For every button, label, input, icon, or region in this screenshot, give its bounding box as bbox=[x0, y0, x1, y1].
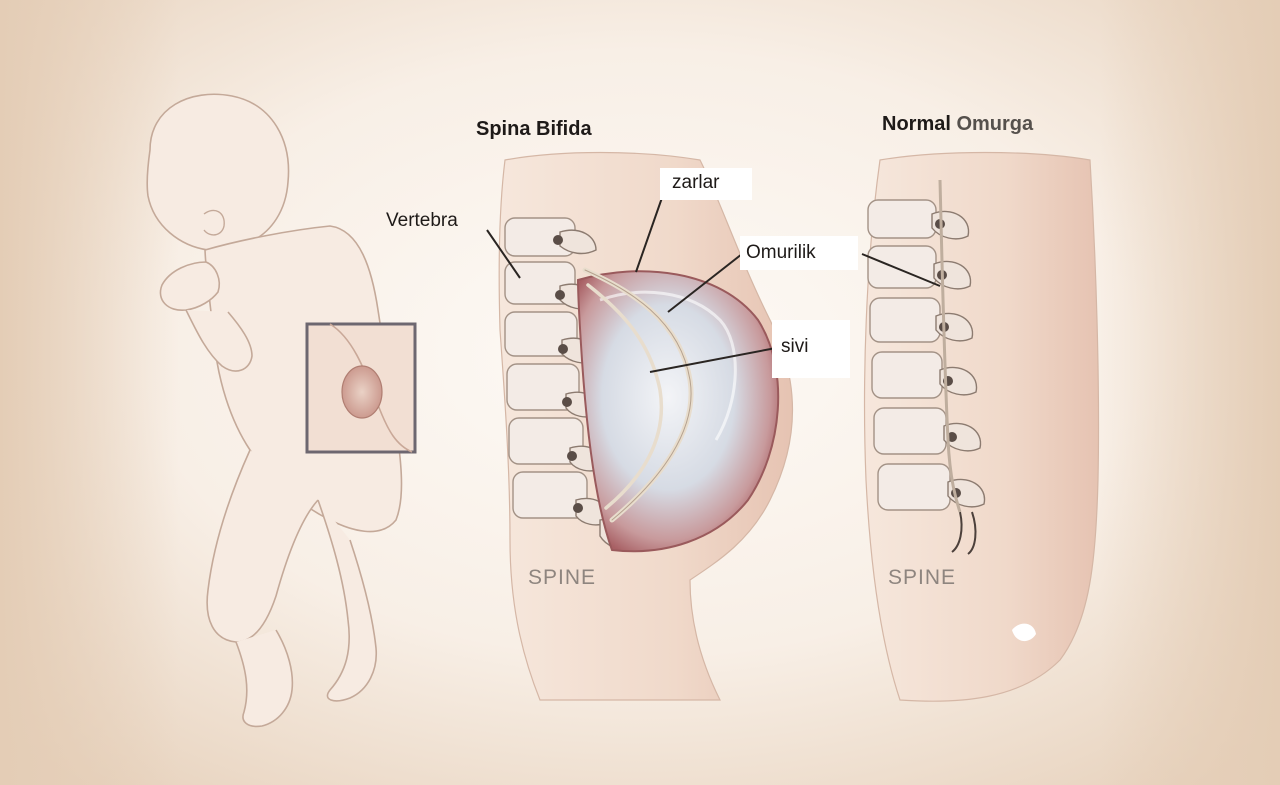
omurga-word: Omurga bbox=[956, 113, 1034, 135]
fetus-figure bbox=[146, 93, 403, 728]
fetus-head bbox=[146, 93, 290, 252]
ns-vertebra-1 bbox=[867, 199, 937, 239]
normal-word: Normal bbox=[882, 113, 951, 135]
spina-bifida-panel bbox=[498, 151, 794, 701]
fetus-second-leg bbox=[317, 499, 378, 702]
omurilik-leader-sb bbox=[667, 253, 743, 313]
background-right-tint bbox=[1100, 0, 1280, 785]
fetus-lower-leg bbox=[235, 629, 294, 728]
sivi-callout: sivi bbox=[781, 336, 809, 357]
sivi-leader bbox=[649, 347, 777, 373]
vertebra-callout: Vertebra bbox=[386, 210, 458, 231]
inset-frame bbox=[305, 322, 417, 454]
vertebra-leader bbox=[486, 229, 521, 279]
sb-vertebra-6 bbox=[512, 471, 588, 519]
normal-omurga-heading: Normal Omurga bbox=[882, 113, 1033, 136]
omurilik-callout: Omurilik bbox=[746, 242, 816, 263]
fetus-thigh bbox=[206, 449, 319, 643]
sb-membrane-highlight bbox=[599, 290, 737, 441]
sb-vertebra-5 bbox=[508, 417, 584, 465]
inset-frame-fill bbox=[305, 322, 417, 454]
omurilik-label-box bbox=[740, 236, 858, 270]
ns-vertebra-5 bbox=[873, 407, 947, 455]
omurilik-leader-ns bbox=[861, 253, 941, 287]
zarlar-callout: zarlar bbox=[672, 172, 720, 193]
ns-vertebrae bbox=[867, 199, 951, 511]
ns-vertebra-6 bbox=[877, 463, 951, 511]
fetus-ear bbox=[203, 209, 225, 236]
ns-vertebra-3 bbox=[869, 297, 941, 343]
ns-skin-notch bbox=[1012, 623, 1036, 642]
spina-bifida-heading: Spina Bifida bbox=[476, 118, 592, 140]
inset-lesion bbox=[341, 365, 383, 419]
ns-cauda-equina bbox=[951, 511, 977, 555]
normal-spine-panel bbox=[863, 151, 1100, 702]
spine-label-normal: SPINE bbox=[888, 566, 957, 589]
ns-vertebra-4 bbox=[871, 351, 943, 399]
sb-meningocele-sac bbox=[576, 270, 780, 553]
fetus-forearm bbox=[185, 309, 253, 372]
sb-spinal-cord-outline bbox=[584, 269, 692, 521]
sivi-label-box bbox=[772, 320, 850, 378]
background-left-tint bbox=[0, 0, 180, 785]
ns-vertebra-2 bbox=[867, 245, 937, 289]
sb-vertebra-4 bbox=[506, 363, 580, 411]
ns-spinal-cord bbox=[938, 179, 962, 513]
sb-vertebra-3 bbox=[504, 311, 578, 357]
ns-back-skin bbox=[863, 151, 1100, 702]
zarlar-leader bbox=[635, 191, 665, 273]
spine-label-spina-bifida: SPINE bbox=[528, 566, 597, 589]
leader-lines bbox=[486, 191, 941, 373]
sb-vertebrae bbox=[504, 217, 588, 519]
zarlar-label-box bbox=[660, 168, 752, 200]
